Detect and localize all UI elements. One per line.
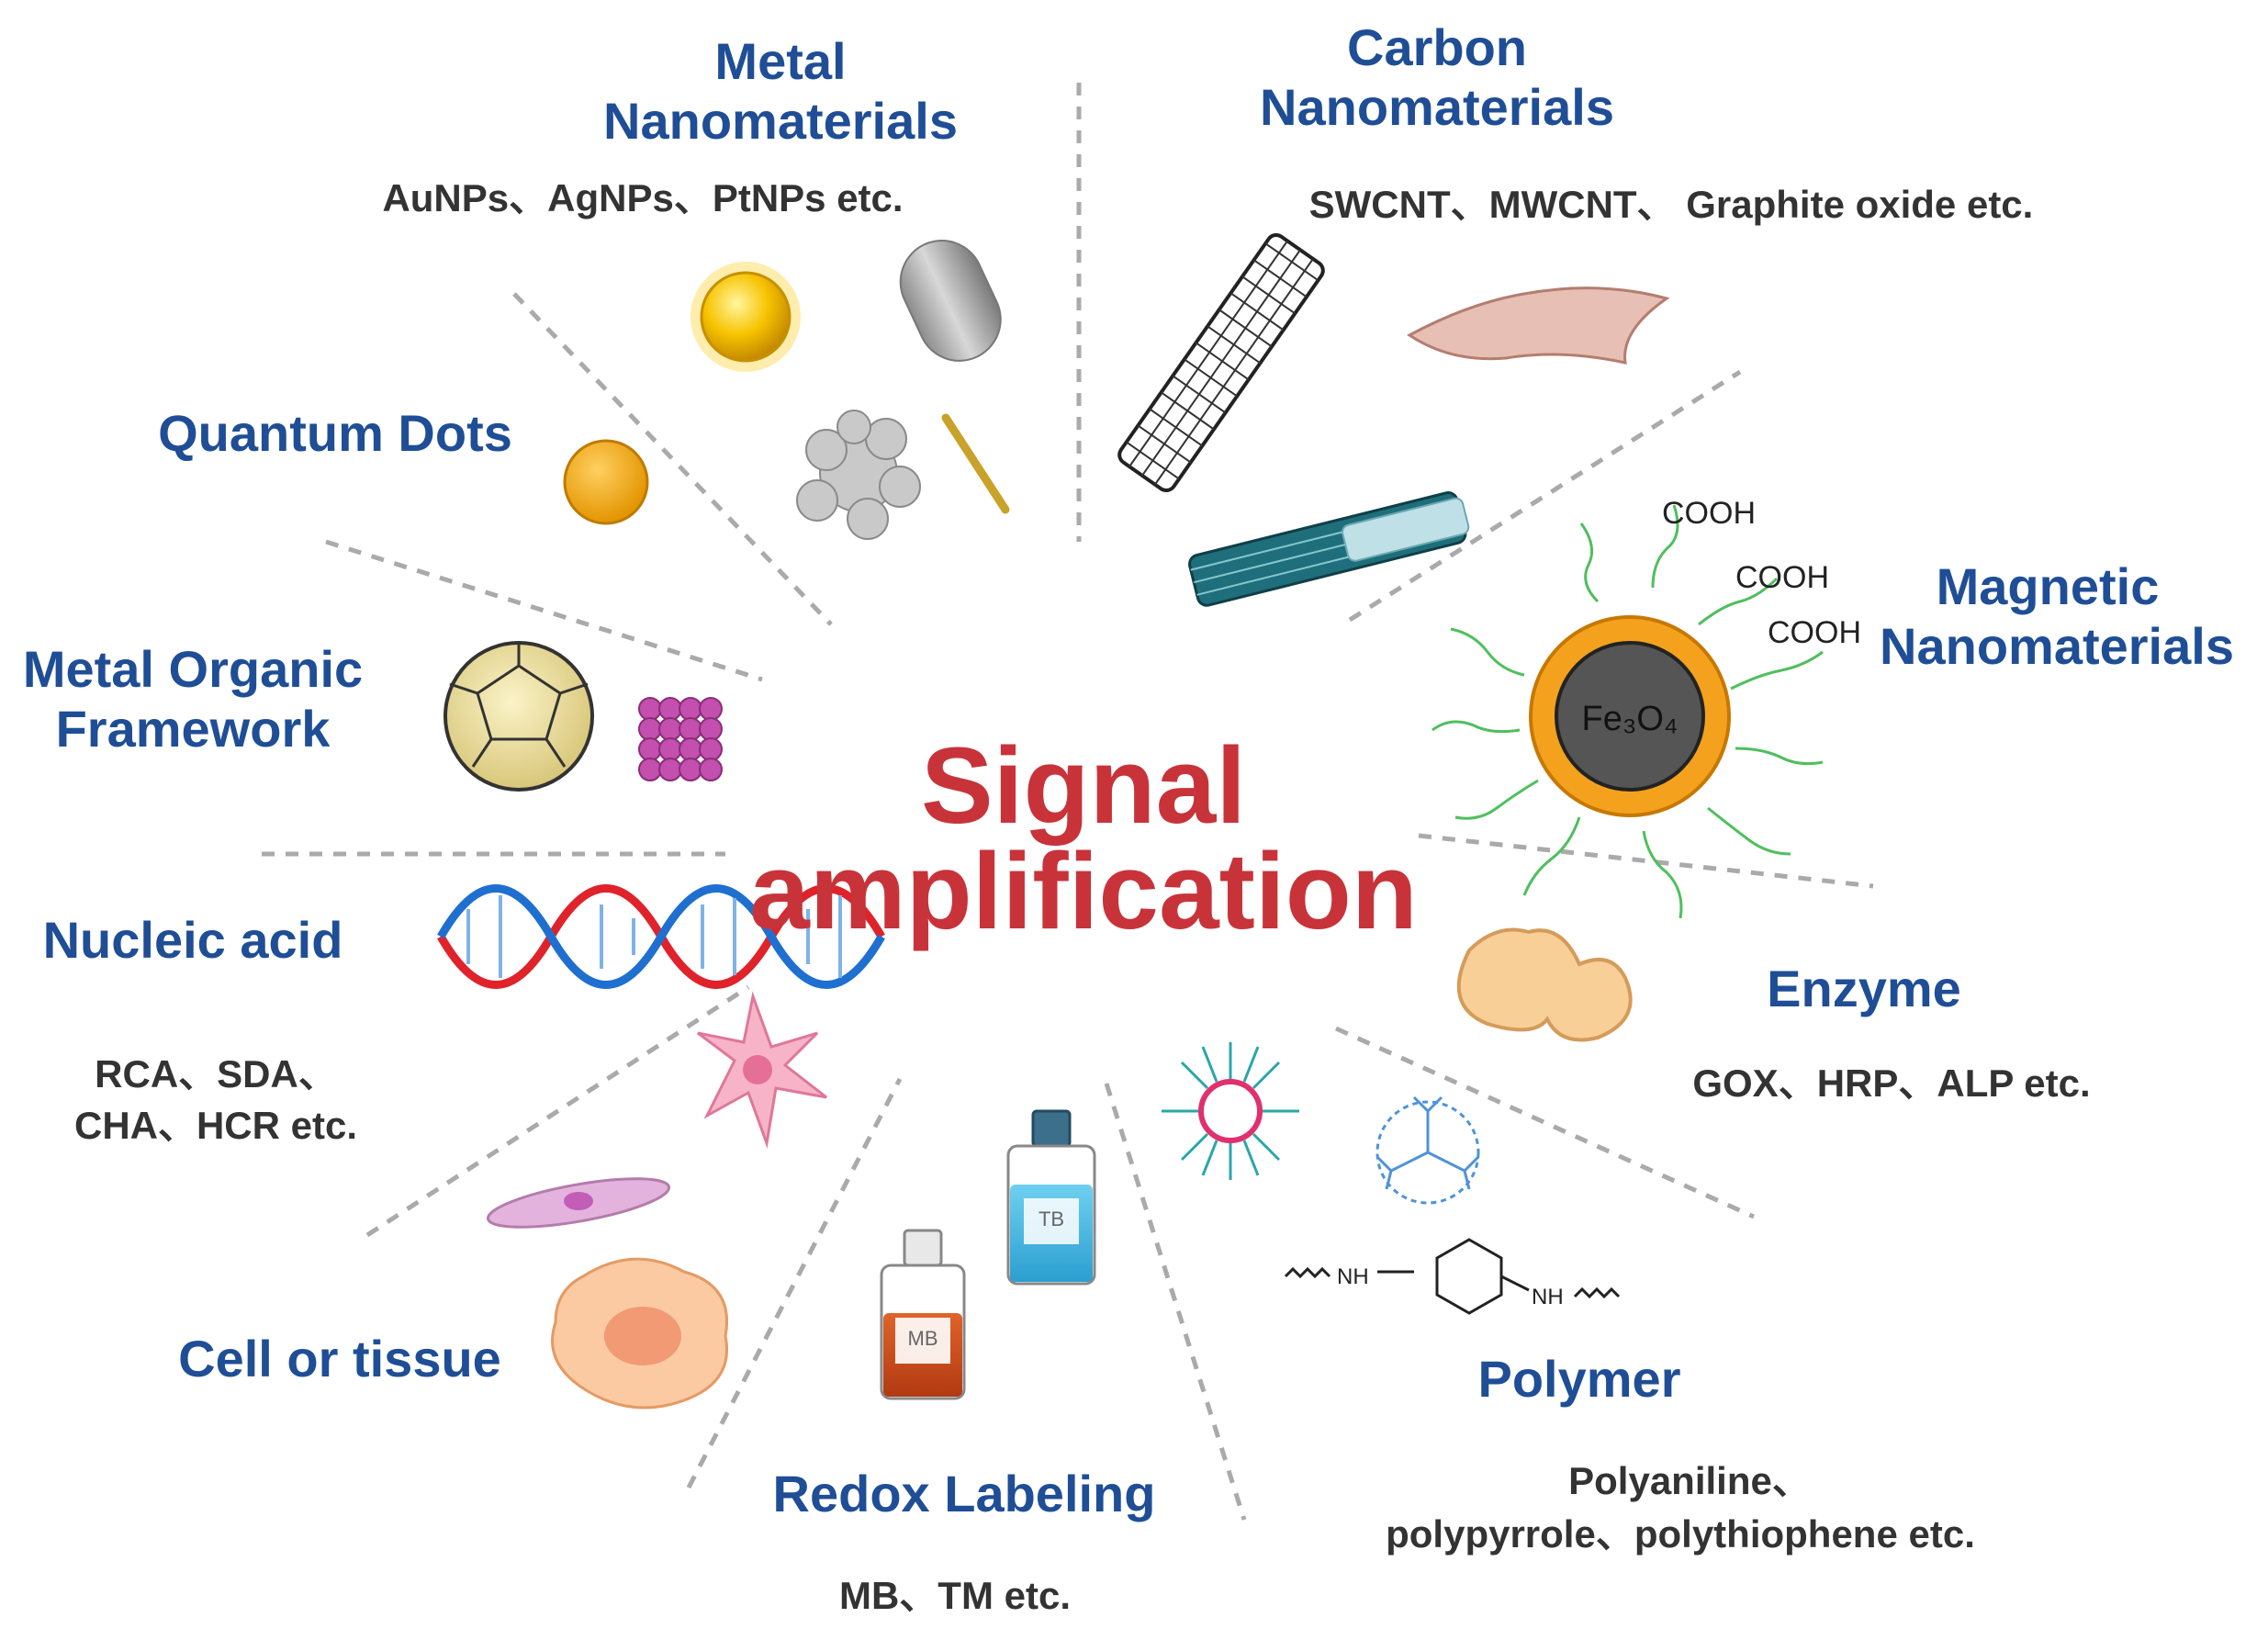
enzyme-title: Enzyme	[1767, 960, 1961, 1017]
tb-bottle-icon: TB	[1006, 1109, 1096, 1286]
nucleic-acid-title: Nucleic acid	[42, 911, 343, 969]
magnetic-title-line1: Magnetic	[1936, 557, 2160, 615]
divider-line	[512, 292, 833, 626]
carbon-nanomaterial-icons	[1117, 232, 1670, 607]
divider-line	[686, 1077, 903, 1489]
nucleic-examples-line1: RCA、SDA、	[95, 1052, 337, 1095]
mof-title-line2: Framework	[55, 700, 331, 758]
carbon-title-line2: Nanomaterials	[1260, 78, 1614, 136]
carbon-examples: SWCNT、MWCNT、 Graphite oxide etc.	[1308, 183, 2034, 226]
mof-icons	[443, 641, 723, 792]
cooh-label: COOH	[1662, 496, 1756, 531]
enzyme-examples: GOX、HRP、ALP etc.	[1692, 1062, 2091, 1105]
cooh-label: COOH	[1768, 615, 1861, 650]
enzyme-icon	[1456, 927, 1633, 1042]
nh-label: NH	[1337, 1264, 1369, 1289]
metal-title-line1: Metal	[714, 32, 847, 90]
divider-line	[1104, 1083, 1247, 1521]
polymer-title: Polymer	[1477, 1350, 1681, 1408]
mof-crystal-icon	[638, 697, 723, 781]
polyaniline-structure-icon	[1284, 1238, 1621, 1315]
redox-bottle-icons: MB TB	[880, 1109, 1096, 1400]
mb-bottle-icon: MB	[880, 1229, 966, 1400]
cell-tissue-title: Cell or tissue	[178, 1330, 501, 1387]
divider-line	[1418, 833, 1874, 889]
quantum-dots-title: Quantum Dots	[158, 404, 512, 462]
gold-nanowire-icon	[941, 413, 1010, 514]
center-title-line2: amplification	[749, 831, 1418, 952]
divider-line	[325, 539, 763, 682]
cell-icons	[486, 991, 827, 1410]
divider-line	[365, 984, 750, 1238]
platinum-nanoflower-icon	[796, 410, 921, 540]
polymer-micelle-icon	[1162, 1042, 1299, 1180]
swcnt-icon	[1117, 232, 1325, 493]
magnetic-nanoparticle-icon: Fe₃O₄ COOH COOH COOH	[1432, 496, 1861, 919]
carbon-title-line1: Carbon	[1347, 18, 1527, 76]
mwcnt-icon	[1188, 491, 1470, 607]
center-title-line1: Signal	[920, 725, 1247, 847]
cooh-label: COOH	[1735, 560, 1829, 595]
magnetic-title-line2: Nanomaterials	[1880, 617, 2234, 675]
fe3o4-label: Fe₃O₄	[1582, 700, 1679, 738]
divider-line	[1348, 369, 1742, 623]
quantum-dot-icon	[563, 439, 649, 525]
mof-title-line1: Metal Organic	[22, 640, 364, 698]
gold-nanoparticle-core	[700, 271, 792, 363]
graphene-oxide-sheet-icon	[1407, 286, 1670, 365]
metal-examples: AuNPs、AgNPs、PtNPs etc.	[382, 176, 904, 219]
polymer-examples-line2: polypyrrole、polythiophene etc.	[1386, 1512, 1975, 1556]
nh-label: NH	[1532, 1285, 1564, 1309]
dendrimer-icon	[1375, 1095, 1480, 1205]
mb-bottle-label: MB	[908, 1327, 938, 1350]
redox-examples: MB、TM etc.	[838, 1574, 1071, 1617]
metal-title-line2: Nanomaterials	[603, 92, 958, 150]
silver-nanorod-icon	[899, 240, 1002, 362]
metal-nanomaterial-icons	[691, 240, 1010, 540]
divider-line	[1334, 1026, 1756, 1219]
polymer-examples-line1: Polyaniline、	[1568, 1459, 1811, 1502]
tb-bottle-label: TB	[1039, 1208, 1064, 1230]
redox-labeling-title: Redox Labeling	[772, 1465, 1156, 1522]
divider-lines	[262, 83, 1874, 1521]
dna-double-helix-icon	[437, 884, 885, 989]
nucleic-examples-line2: CHA、HCR etc.	[73, 1104, 358, 1147]
